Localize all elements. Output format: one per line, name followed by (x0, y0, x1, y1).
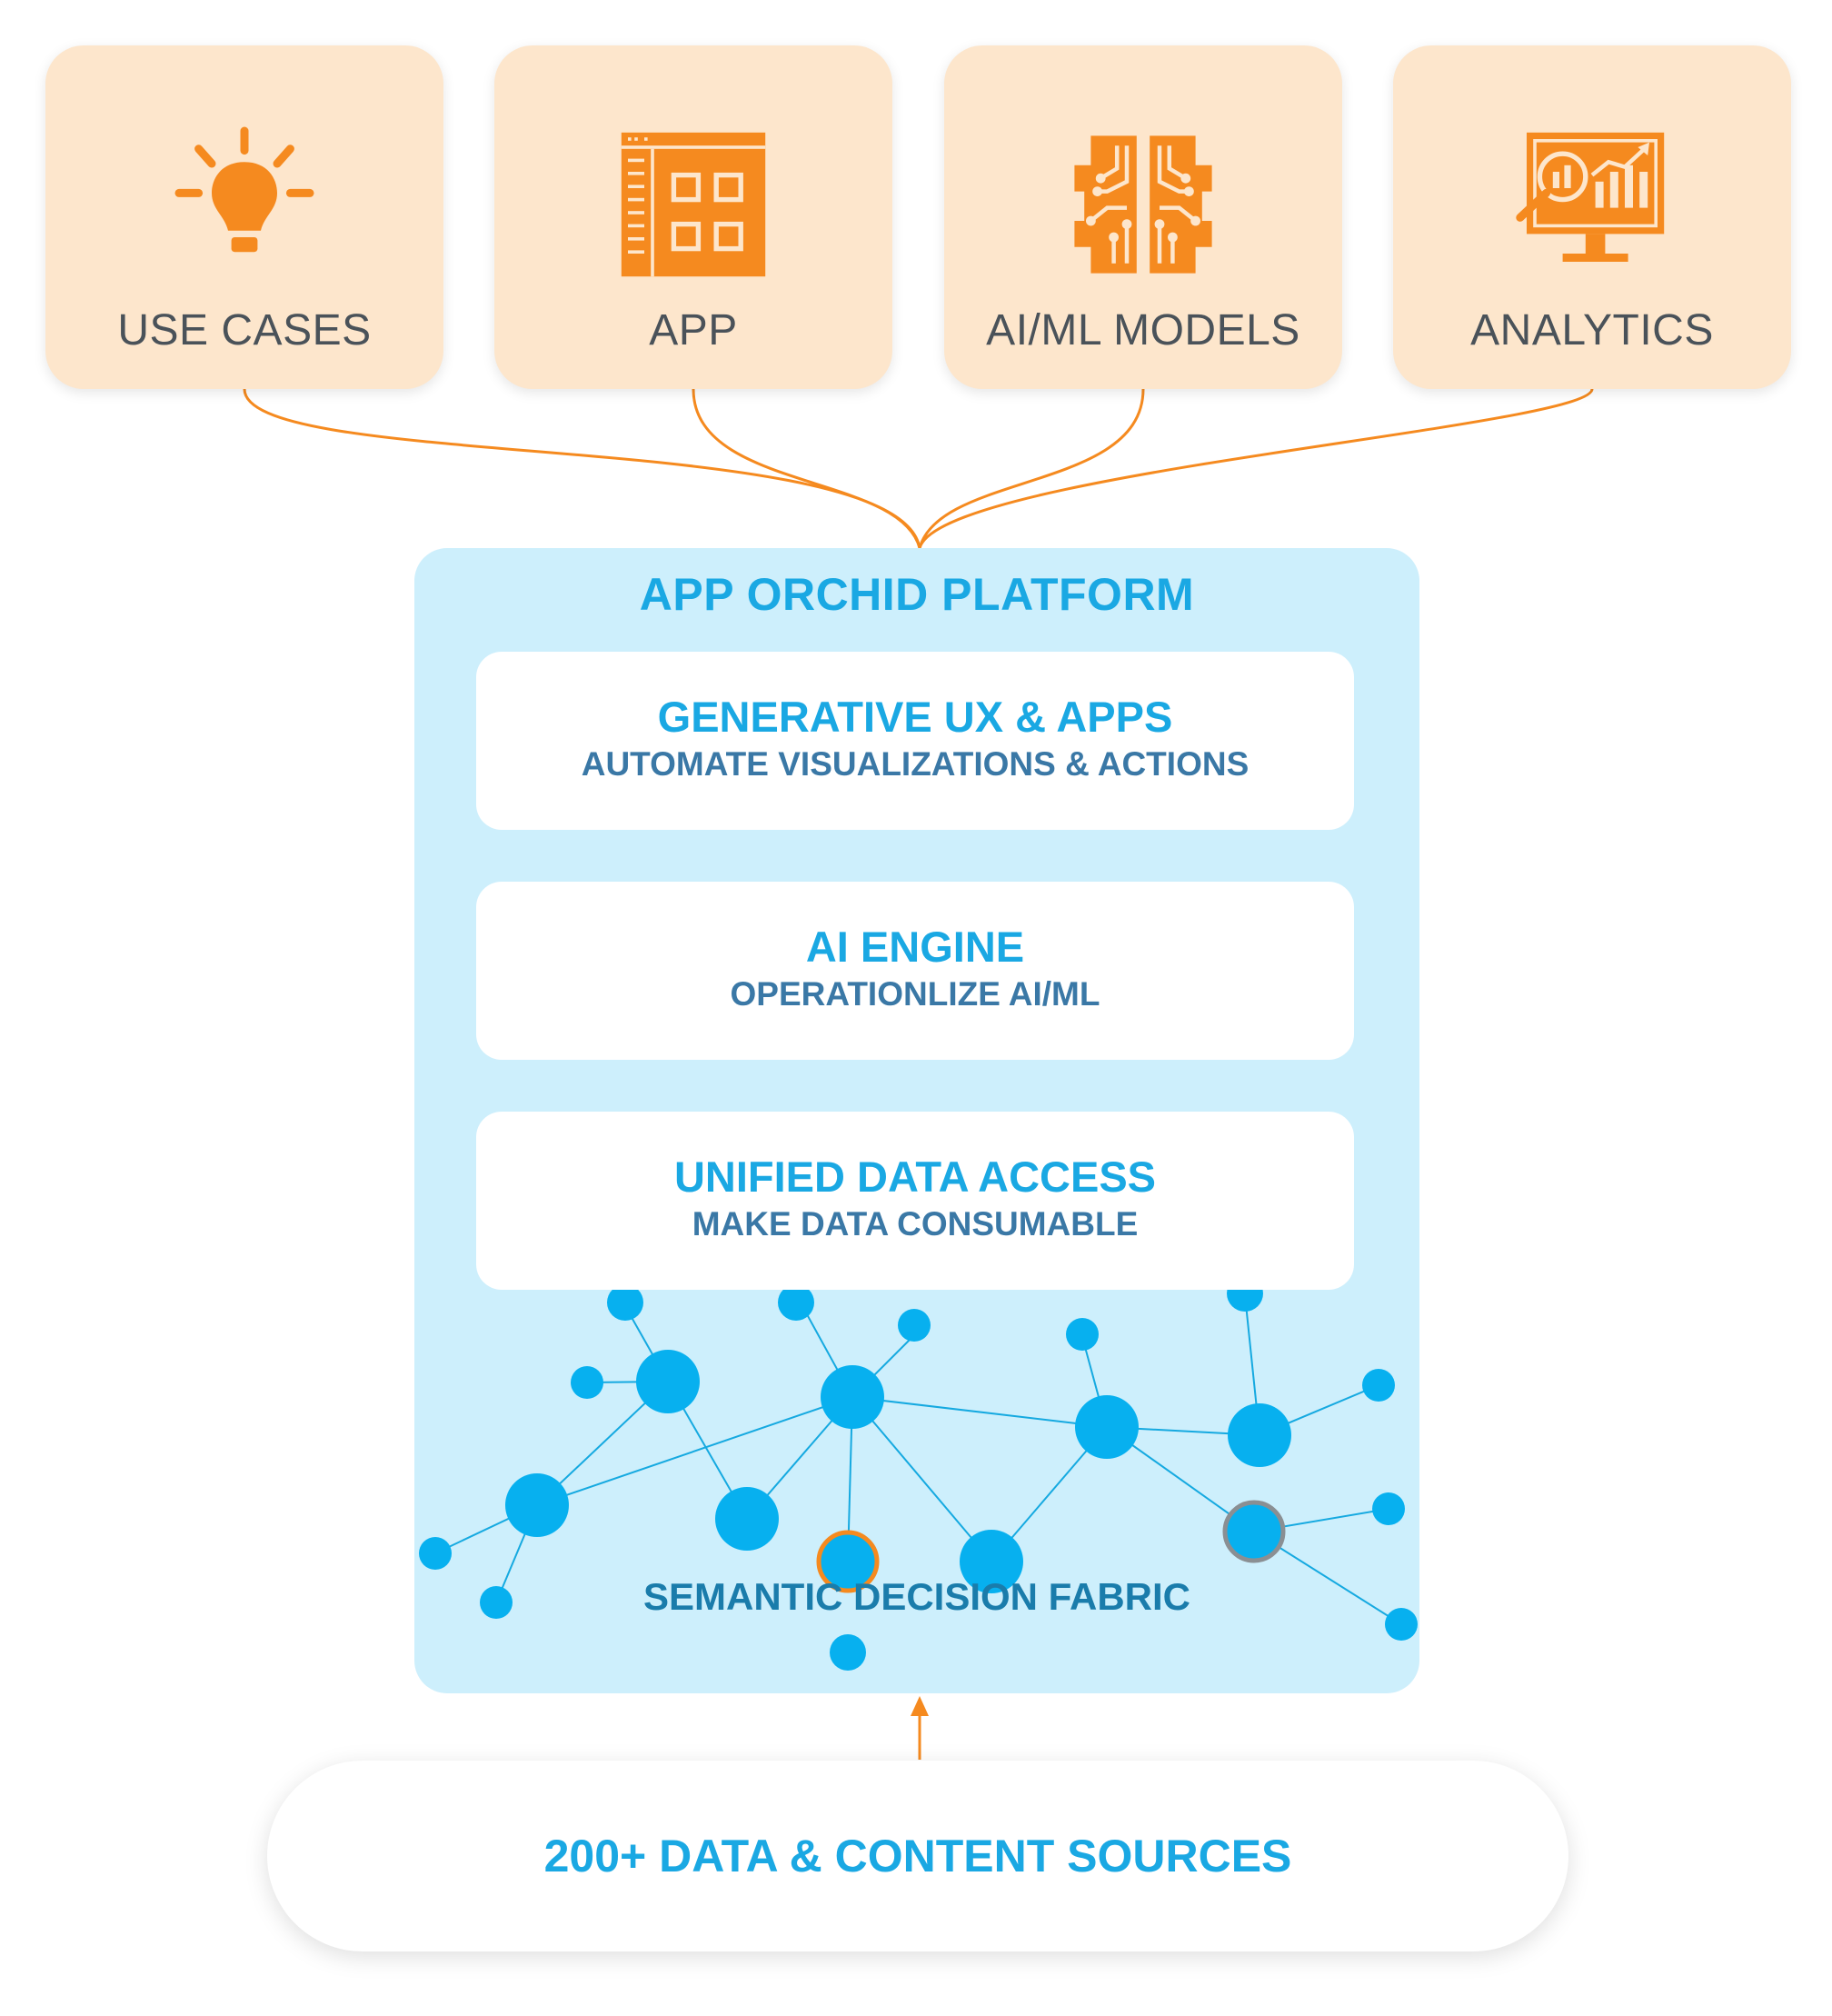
ai-engine-layer: AI ENGINE OPERATIONLIZE AI/ML (476, 882, 1354, 1060)
ai-engine-title: AI ENGINE (805, 923, 1025, 971)
app-label: APP (649, 306, 738, 354)
use-cases-card: USE CASES (45, 45, 443, 389)
analytics-monitor-icon (1510, 123, 1674, 286)
unified-data-access-subtitle: MAKE DATA CONSUMABLE (692, 1205, 1139, 1243)
app-window-icon (612, 123, 775, 286)
analytics-label: ANALYTICS (1470, 306, 1714, 354)
ai-ml-models-label: AI/ML MODELS (986, 306, 1300, 354)
generative-ux-layer: GENERATIVE UX & APPS AUTOMATE VISUALIZAT… (476, 652, 1354, 830)
app-card: APP (494, 45, 892, 389)
generative-ux-title: GENERATIVE UX & APPS (657, 693, 1173, 741)
use-cases-label: USE CASES (117, 306, 372, 354)
generative-ux-subtitle: AUTOMATE VISUALIZATIONS & ACTIONS (581, 745, 1250, 783)
lightbulb-icon (163, 123, 326, 286)
semantic-network-graphic (419, 1275, 1418, 1671)
up-arrow-icon (911, 1696, 929, 1760)
unified-data-access-layer: UNIFIED DATA ACCESS MAKE DATA CONSUMABLE (476, 1112, 1354, 1290)
platform-title: APP ORCHID PLATFORM (639, 569, 1195, 620)
analytics-card: ANALYTICS (1393, 45, 1791, 389)
connector-app (692, 388, 921, 549)
app-orchid-platform: APP ORCHID PLATFORM GENERATIVE UX & APPS… (414, 548, 1419, 1693)
semantic-fabric-label: SEMANTIC DECISION FABRIC (642, 1575, 1191, 1618)
ai-chip-brain-icon (1061, 123, 1225, 286)
data-sources-pill: 200+ DATA & CONTENT SOURCES (267, 1761, 1568, 1951)
ai-ml-models-card: AI/ML MODELS (944, 45, 1342, 389)
connector-use-cases (243, 388, 921, 549)
connector-analytics (918, 388, 1594, 549)
connector-ai-ml-models (918, 388, 1145, 549)
ai-engine-subtitle: OPERATIONLIZE AI/ML (730, 975, 1100, 1013)
unified-data-access-title: UNIFIED DATA ACCESS (673, 1153, 1157, 1201)
